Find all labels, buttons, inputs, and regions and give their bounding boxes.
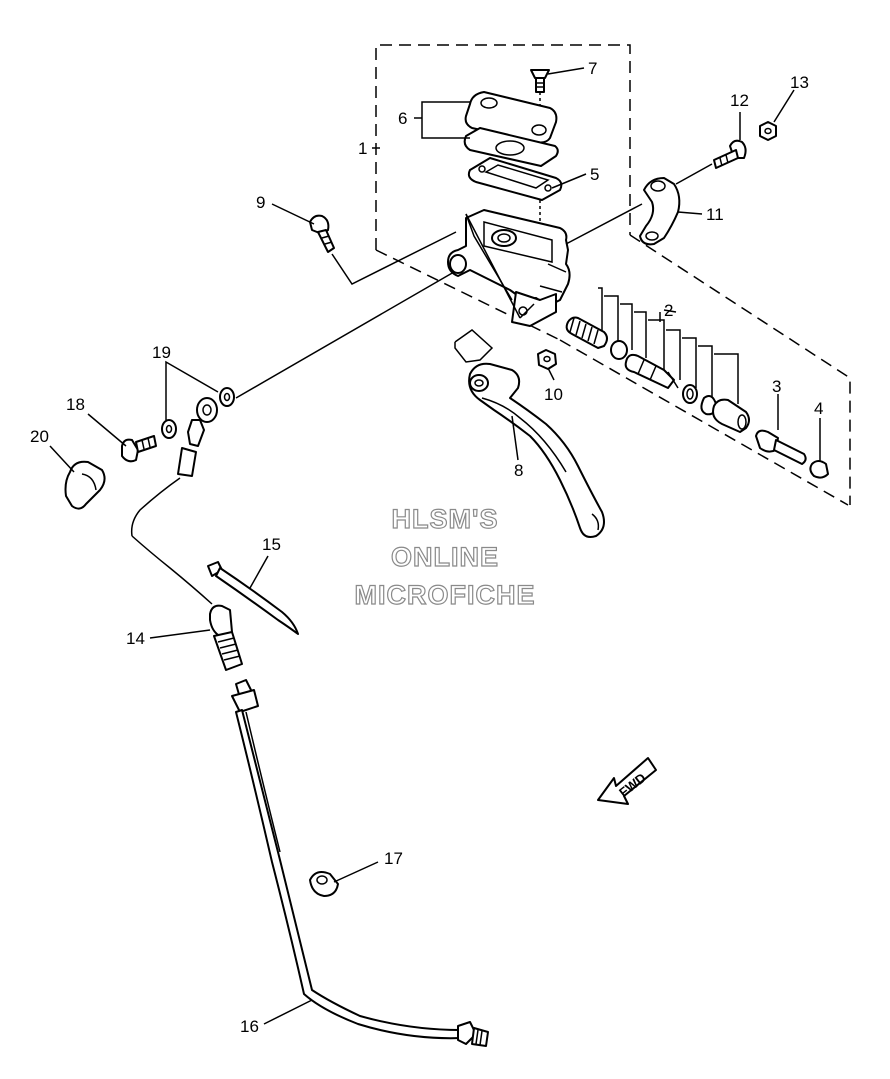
part-8-lever [468,362,605,538]
callout-20: 20 [30,427,49,446]
callout-7: 7 [588,59,597,78]
callout-15: 15 [262,535,281,554]
master-cylinder-body [447,209,571,327]
part-14-hose-joint [209,604,243,671]
callout-4: 4 [814,399,823,418]
watermark-line-1: HLSM'S [392,504,499,534]
part-10-nut [537,349,557,370]
center-lines [235,163,713,399]
part-16-clutch-pipe [231,679,489,1047]
part-20-cap [64,460,106,510]
hose-union [130,397,218,537]
part-4-dust-cap [809,460,829,479]
callout-6: 6 [398,109,407,128]
callout-17: 17 [384,849,403,868]
callout-1: 1 [358,139,367,158]
callout-5: 5 [590,165,599,184]
part-19-washers [161,387,235,439]
watermark: HLSM'S ONLINE MICROFICHE [354,503,536,610]
callout-16: 16 [240,1017,259,1036]
part-18-union-bolt [121,435,157,463]
watermark-line-2: ONLINE [391,542,499,572]
callouts: 1 2 3 4 5 6 7 8 9 10 11 12 13 14 15 16 1… [30,59,823,1036]
part-15-cable-tie [207,561,299,635]
part-7-screw [530,69,550,125]
part-3-push-rod [755,429,807,465]
callout-8: 8 [514,461,523,480]
callout-3: 3 [772,377,781,396]
part-2-piston-kit [565,287,750,433]
part-13-nut [759,121,777,141]
part-9-screw [309,214,335,253]
callout-11: 11 [706,205,724,224]
callout-18: 18 [66,395,85,414]
callout-9: 9 [256,193,265,212]
callout-19: 19 [152,343,171,362]
callout-10: 10 [544,385,563,404]
leader-lines [49,67,821,1025]
hose-line [131,535,213,605]
part-6-reservoir-cap [463,91,559,167]
part-17-pipe-clamp [309,871,339,897]
callout-13: 13 [790,73,809,92]
part-11-holder [639,177,681,246]
part-12-bolt [713,139,747,169]
callout-12: 12 [730,91,749,110]
watermark-line-3: MICROFICHE [355,580,536,610]
callout-14: 14 [126,629,145,648]
part-5-gasket [467,157,563,230]
forward-arrow-icon: FWD [597,757,657,805]
callout-2: 2 [664,301,673,320]
